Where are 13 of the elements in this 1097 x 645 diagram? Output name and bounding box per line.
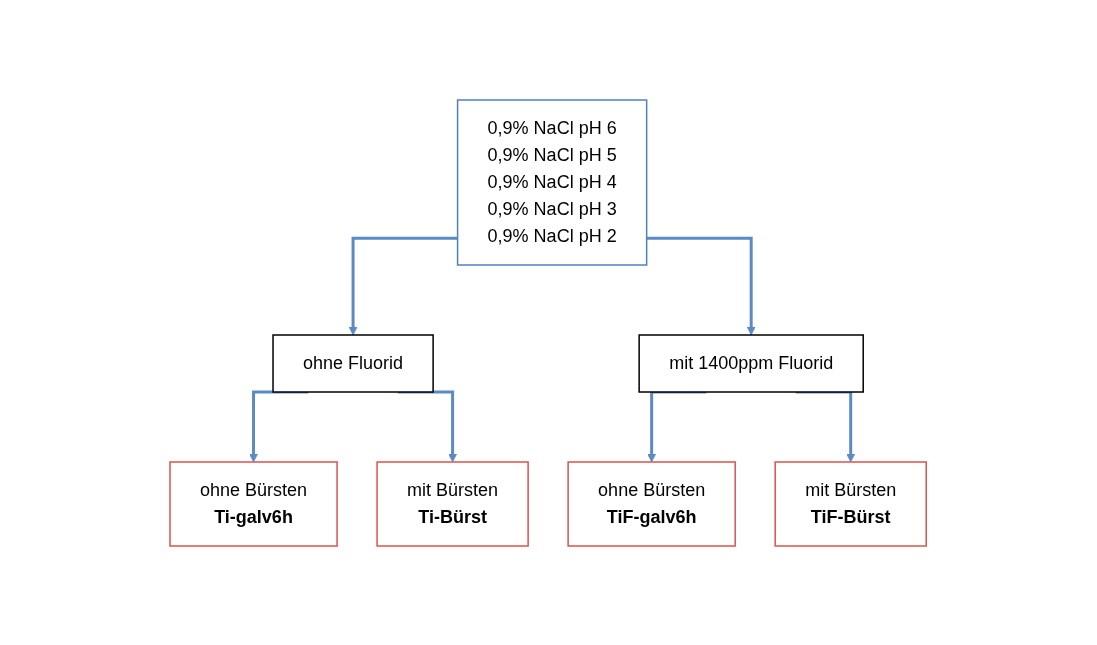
node-box: mit 1400ppm Fluorid: [638, 333, 865, 393]
arrow: [647, 390, 707, 462]
node-box: ohne Fluorid: [272, 333, 435, 393]
node-box: ohne Bürsten Ti-galv6h: [169, 460, 339, 547]
arrow: [349, 236, 458, 335]
arrow: [249, 390, 309, 462]
node-box: mit Bürsten TiF-Bürst: [774, 460, 928, 547]
node-box: mit Bürsten Ti-Bürst: [376, 460, 530, 547]
node-box: 0,9% NaCl pH 6 0,9% NaCl pH 5 0,9% NaCl pH 4 0,9% NaCl pH 3 0,9% NaCl pH 2: [457, 98, 648, 266]
arrow: [398, 390, 458, 462]
arrow: [796, 390, 856, 462]
node-box: ohne Bürsten TiF-galv6h: [567, 460, 737, 547]
arrow: [647, 236, 756, 335]
